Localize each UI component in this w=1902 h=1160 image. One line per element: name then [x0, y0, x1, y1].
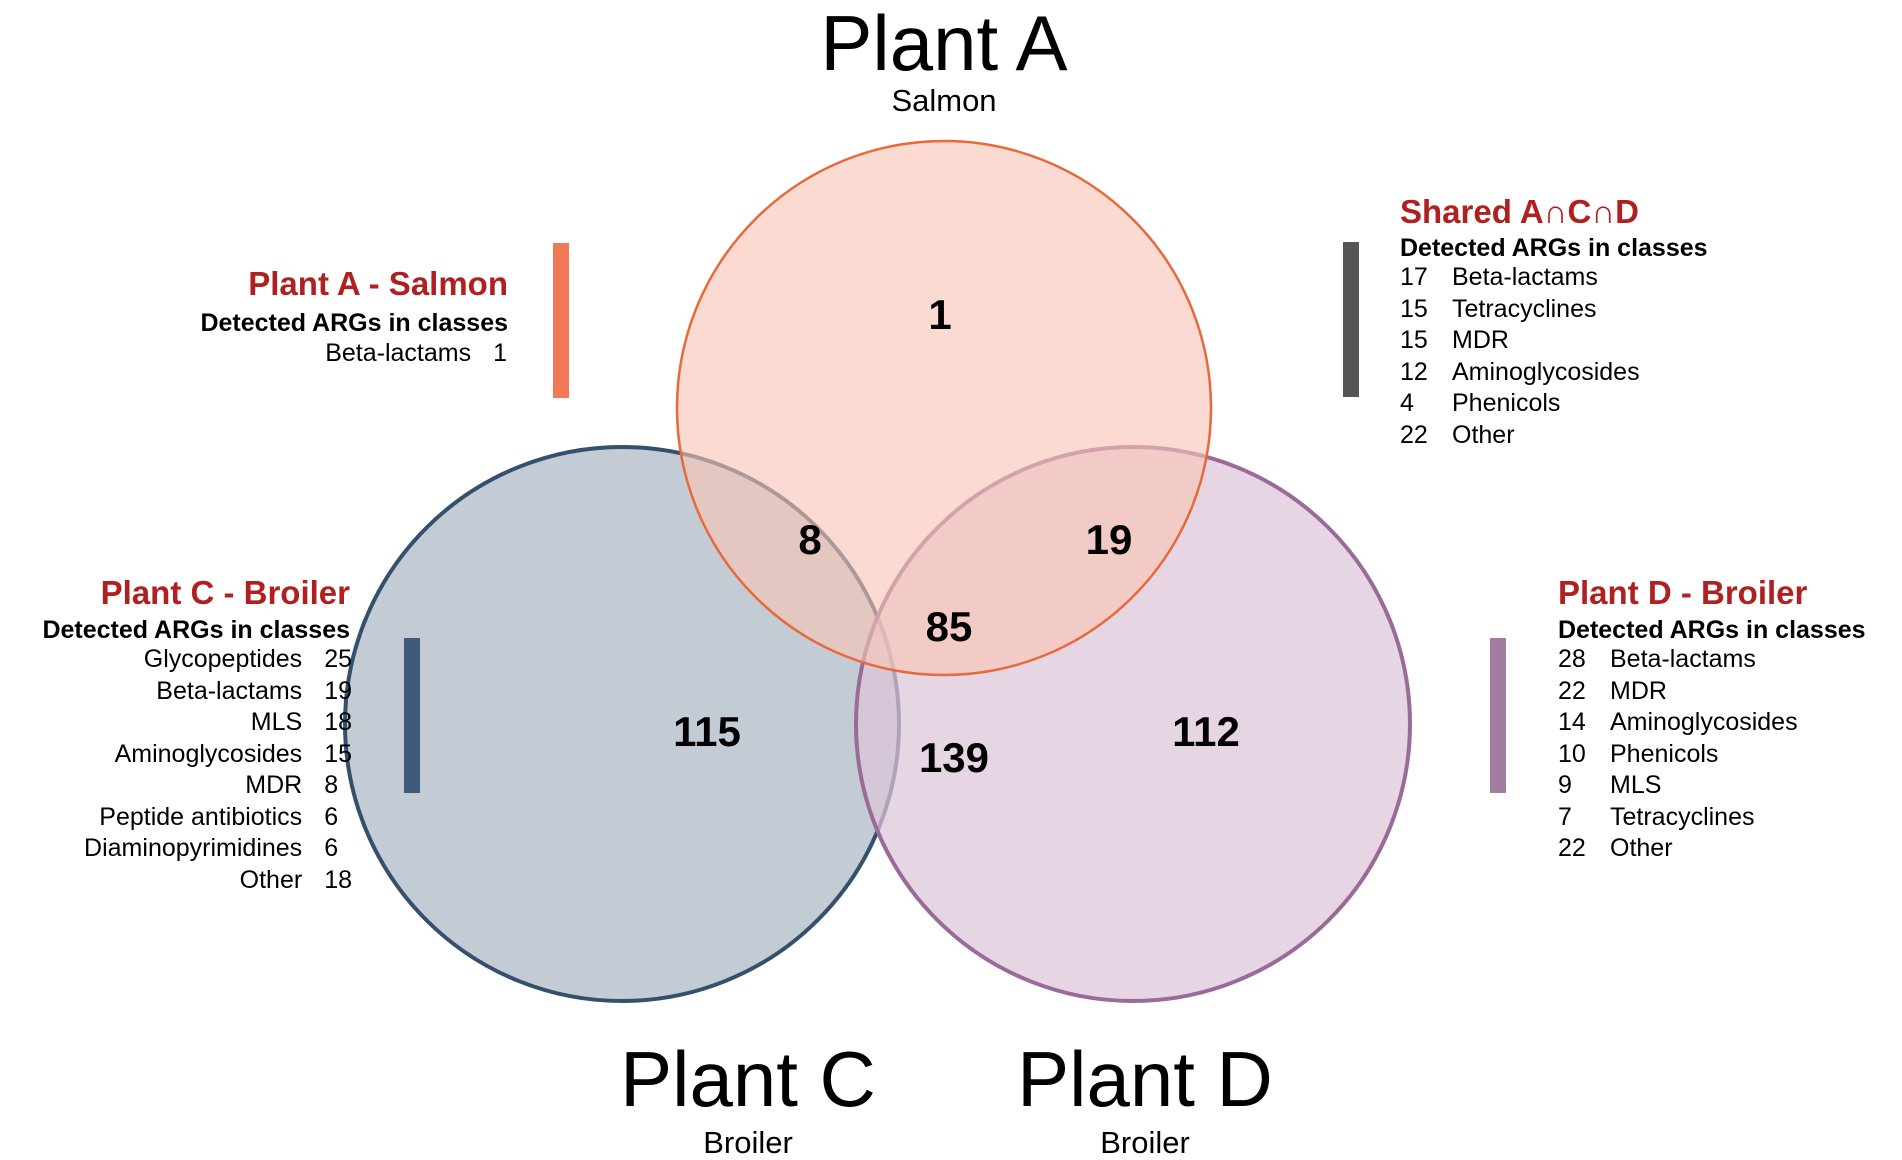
count-c-d: 139 [918, 734, 990, 781]
arg-class-count: 1 [493, 339, 507, 367]
arg-class-count: 22 [1558, 676, 1586, 705]
arg-class-name: Glycopeptides [143, 645, 303, 673]
table-row: 22 Other [1558, 833, 1798, 865]
table-row: 22 MDR [1558, 676, 1798, 708]
panel-plant-c-title: Plant C - Broiler [100, 574, 350, 611]
count-a-c-d: 85 [925, 603, 973, 650]
table-row: MLS 18 [84, 707, 352, 739]
arg-class-name: Aminoglycosides [1452, 357, 1640, 386]
arg-class-count: 6 [324, 834, 339, 862]
panel-plant-a-bar [553, 243, 569, 398]
count-a-d: 19 [1085, 516, 1133, 563]
circle-plant-a [675, 139, 1213, 677]
arg-class-count: 15 [1400, 326, 1428, 354]
panel-plant-a-table: Beta-lactams 1 [325, 338, 507, 370]
count-d-only: 112 [1172, 708, 1240, 755]
panel-shared-title: Shared A∩C∩D [1400, 193, 1639, 230]
table-row: Diaminopyrimidines 6 [84, 833, 352, 865]
count-a-c: 8 [798, 516, 822, 563]
plant-a-subtitle: Salmon [891, 83, 997, 118]
count-c-only: 115 [673, 708, 741, 755]
table-row: Beta-lactams 1 [325, 338, 507, 370]
arg-class-name: MLS [250, 708, 303, 736]
panel-plant-d-title: Plant D - Broiler [1558, 574, 1808, 611]
table-row: MDR 8 [84, 770, 352, 802]
arg-class-count: 7 [1558, 802, 1572, 831]
arg-class-count: 6 [324, 802, 339, 831]
table-row: 9 MLS [1558, 770, 1798, 802]
arg-class-name: MLS [1610, 771, 1662, 799]
arg-class-name: Peptide antibiotics [99, 802, 303, 831]
arg-class-count: 9 [1558, 771, 1572, 799]
arg-class-count: 15 [324, 739, 352, 768]
arg-class-count: 19 [324, 676, 352, 705]
arg-class-count: 25 [324, 645, 352, 673]
plant-c-title: Plant C [620, 1035, 876, 1123]
arg-class-name: Other [1610, 834, 1673, 862]
panel-plant-d-heading: Detected ARGs in classes [1558, 616, 1866, 644]
arg-class-count: 10 [1558, 739, 1586, 768]
arg-class-count: 15 [1400, 294, 1428, 323]
arg-class-name: MDR [245, 771, 303, 799]
arg-class-name: Beta-lactams [325, 339, 472, 367]
panel-plant-a-heading: Detected ARGs in classes [200, 309, 508, 337]
table-row: 10 Phenicols [1558, 739, 1798, 771]
arg-class-name: Other [239, 865, 303, 894]
panel-plant-d-table: 28 Beta-lactams 22 MDR 14 Aminoglycosides 1… [1558, 644, 1798, 865]
panel-plant-c-table: Glycopeptides 25 Beta-lactams 19 MLS 18 Ami… [84, 644, 352, 896]
table-row: 28 Beta-lactams [1558, 644, 1798, 676]
arg-class-count: 8 [324, 771, 339, 799]
plant-d-title: Plant D [1017, 1035, 1273, 1123]
arg-class-count: 12 [1400, 357, 1428, 386]
table-row: 7 Tetracyclines [1558, 802, 1798, 834]
panel-shared-bar [1343, 242, 1359, 397]
table-row: Peptide antibiotics 6 [84, 802, 352, 834]
panel-plant-d-bar [1490, 638, 1506, 793]
table-row: Aminoglycosides 15 [84, 739, 352, 771]
arg-class-name: Phenicols [1610, 739, 1719, 768]
arg-class-count: 22 [1558, 834, 1586, 862]
plant-c-subtitle: Broiler [703, 1125, 793, 1160]
arg-class-count: 17 [1400, 263, 1428, 291]
arg-class-name: Aminoglycosides [1610, 708, 1798, 736]
panel-plant-c-bar [404, 638, 420, 793]
plant-d-subtitle: Broiler [1100, 1125, 1190, 1160]
arg-class-name: MDR [1452, 326, 1509, 354]
arg-class-name: Diaminopyrimidines [84, 834, 303, 862]
arg-class-name: Beta-lactams [1610, 645, 1756, 673]
table-row: 17 Beta-lactams [1400, 262, 1640, 294]
panel-plant-c-heading: Detected ARGs in classes [42, 616, 350, 644]
arg-class-name: MDR [1610, 676, 1667, 705]
arg-class-name: Aminoglycosides [114, 739, 303, 768]
arg-class-count: 18 [324, 708, 352, 736]
arg-class-name: Tetracyclines [1452, 294, 1597, 323]
table-row: 14 Aminoglycosides [1558, 707, 1798, 739]
plant-a-title: Plant A [820, 0, 1068, 87]
panel-plant-a-title: Plant A - Salmon [248, 265, 508, 302]
arg-class-name: Tetracyclines [1610, 802, 1755, 831]
count-a-only: 1 [928, 291, 952, 338]
arg-class-name: Other [1452, 420, 1515, 449]
panel-shared-heading: Detected ARGs in classes [1400, 234, 1708, 262]
table-row: Other 18 [84, 865, 352, 897]
table-row: Beta-lactams 19 [84, 676, 352, 708]
table-row: 12 Aminoglycosides [1400, 357, 1640, 389]
arg-class-count: 4 [1400, 389, 1414, 417]
arg-class-count: 18 [324, 865, 352, 894]
table-row: 15 MDR [1400, 325, 1640, 357]
table-row: 15 Tetracyclines [1400, 294, 1640, 326]
arg-class-count: 28 [1558, 645, 1586, 673]
table-row: Glycopeptides 25 [84, 644, 352, 676]
arg-class-count: 22 [1400, 420, 1428, 449]
table-row: 4 Phenicols [1400, 388, 1640, 420]
arg-class-name: Beta-lactams [1452, 263, 1598, 291]
table-row: 22 Other [1400, 420, 1640, 452]
arg-class-name: Phenicols [1452, 389, 1561, 417]
arg-class-count: 14 [1558, 708, 1586, 736]
arg-class-name: Beta-lactams [156, 676, 303, 705]
